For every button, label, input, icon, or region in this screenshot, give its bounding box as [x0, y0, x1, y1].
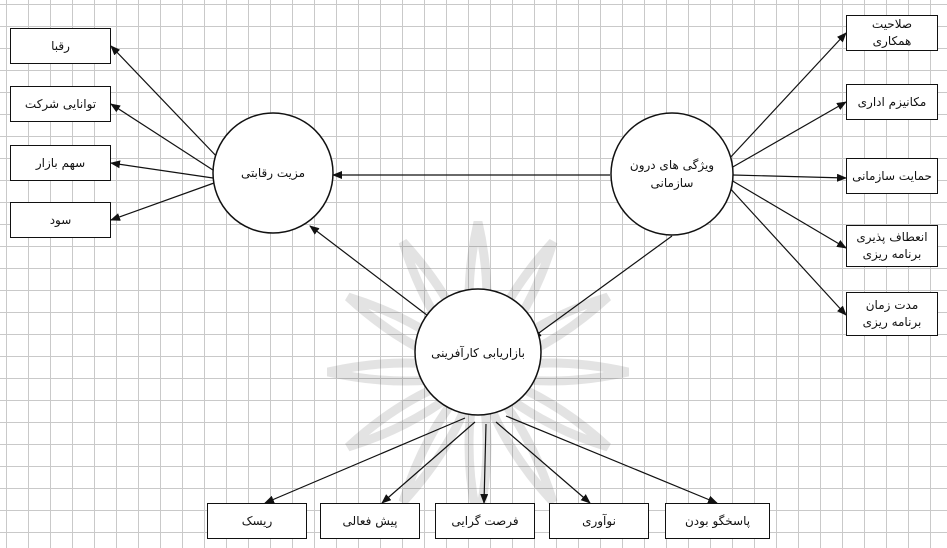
arrow-to-proactiveness [381, 421, 476, 504]
box-planning-flexibility: انعطاف پذیری برنامه ریزی [846, 225, 938, 267]
arrows-to-bottom-boxes [264, 415, 718, 504]
box-opportunity-orientation: فرصت گرایی [435, 503, 535, 539]
arrows-to-left-boxes [110, 45, 221, 221]
arrow-to-organizational-support [732, 173, 847, 182]
arrow-marketing-to-advantage [309, 225, 437, 323]
box-innovation: نوآوری [549, 503, 649, 539]
arrow-to-innovation [495, 421, 591, 504]
arrow-to-planning-flexibility [730, 179, 847, 249]
arrow-to-responsiveness [505, 415, 718, 504]
arrow-internal-to-marketing [531, 235, 673, 339]
box-market-share: سهم بازار [10, 145, 111, 181]
competitive-advantage-circle [212, 112, 334, 234]
arrow-to-profit [110, 182, 215, 221]
box-profit: سود [10, 202, 111, 238]
box-planning-duration: مدت زمان برنامه ریزی [846, 292, 938, 336]
box-proactiveness: پیش فعالی [320, 503, 420, 539]
box-company-capability: توانایی شرکت [10, 86, 111, 122]
entrepreneurial-marketing-label: بازاریابی کارآفرینی [431, 346, 525, 360]
arrow-to-opportunity-orientation [480, 423, 489, 504]
arrow-to-risk [264, 417, 466, 504]
arrow-to-competitors [110, 45, 221, 161]
entrepreneurial-marketing-circle [414, 288, 542, 416]
box-responsiveness: پاسخگو بودن [665, 503, 770, 539]
internal-characteristics-label: ویژگی های درون سازمانی [629, 158, 715, 190]
arrows-to-right-boxes [726, 32, 847, 316]
arrow-to-planning-duration [726, 184, 847, 316]
box-competitors: رقبا [10, 28, 111, 64]
box-organizational-support: حمایت سازمانی [846, 158, 938, 194]
arrow-to-market-share [110, 160, 214, 179]
arrow-to-cooperation-competence [727, 32, 847, 161]
box-administrative-mechanism: مکانیزم اداری [846, 84, 938, 120]
arrow-to-company-capability [110, 103, 217, 173]
arrow-to-administrative-mechanism [730, 101, 847, 169]
box-cooperation-competence: صلاحیت همکاری [846, 15, 938, 51]
box-risk: ریسک [207, 503, 307, 539]
arrows-between-nodes [309, 171, 673, 339]
competitive-advantage-label: مزیت رقابتی [240, 166, 306, 180]
internal-characteristics-circle [610, 112, 734, 236]
